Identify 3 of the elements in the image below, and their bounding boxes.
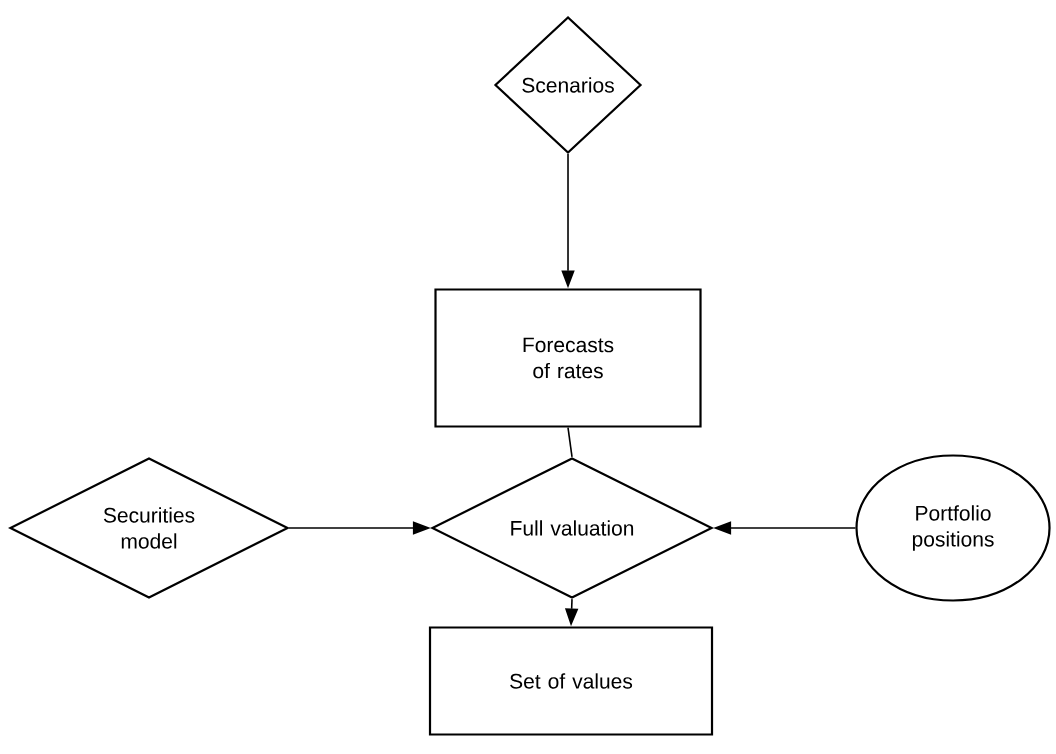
process-box: Forecasts of rates bbox=[434, 288, 702, 428]
oval-node: Portfolio positions bbox=[855, 454, 1051, 602]
process-box: Set of values bbox=[428, 626, 714, 736]
